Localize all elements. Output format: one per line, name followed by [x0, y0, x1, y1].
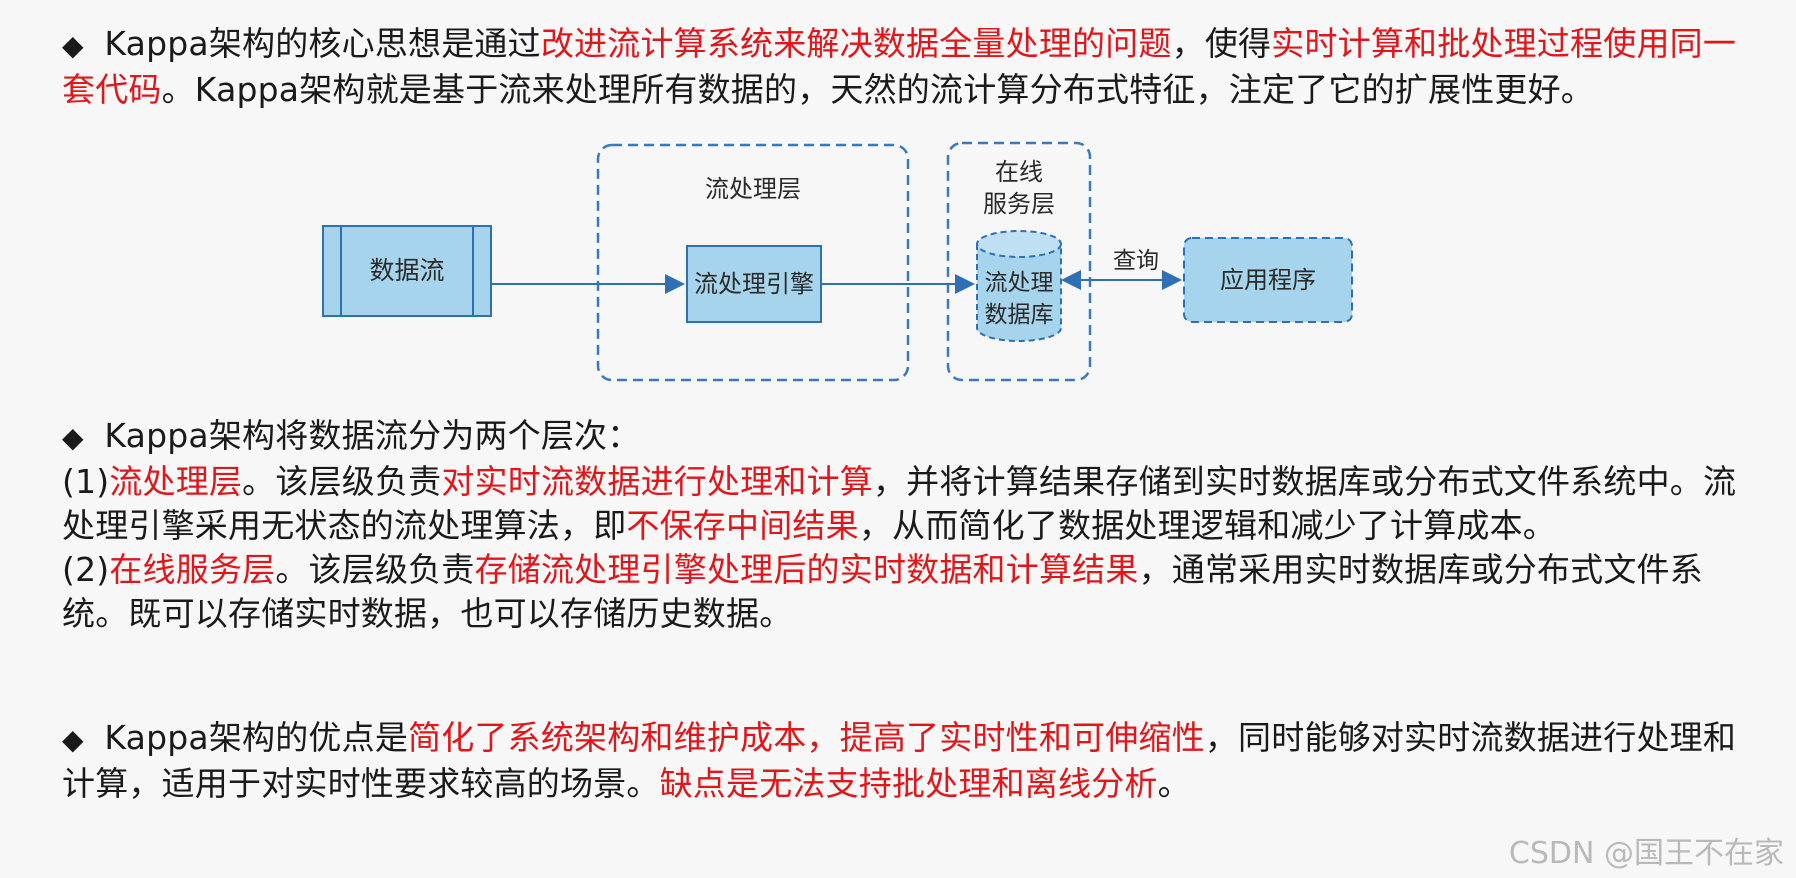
text: ，使得: [1171, 24, 1272, 63]
stream-engine-node: 流处理引擎: [686, 245, 822, 323]
highlight: 简化了系统架构和维护成本，提高了实时性和可伸缩性: [408, 718, 1205, 757]
text: ，通常采用实时数据库或分布式文件系统。既可以存储实时数据，也可以存储历史数据。: [62, 550, 1703, 633]
text: ，从而简化了数据处理逻辑和减少了计算成本。: [858, 506, 1557, 545]
diamond-bullet-icon: ◆: [62, 421, 84, 454]
diamond-bullet-icon: ◆: [62, 723, 84, 756]
diamond-bullet-icon: ◆: [62, 29, 84, 62]
kappa-architecture-diagram: 流处理层 在线 服务层 数据流 流处理引擎 流处理 数据库 查询 应用程序: [322, 141, 1353, 382]
text: Kappa架构将数据流分为两个层次：: [93, 416, 641, 455]
text: 。: [1157, 764, 1191, 803]
stream-database-node: 流处理 数据库: [976, 230, 1062, 342]
online-service-layer-label-1: 在线: [995, 158, 1043, 186]
application-label: 应用程序: [1220, 266, 1316, 294]
highlight: 不保存中间结果: [626, 506, 859, 545]
highlight: 存储流处理引擎处理后的实时数据和计算结果: [474, 550, 1139, 589]
item-number: (1): [62, 462, 110, 501]
online-service-layer-box: [946, 141, 1092, 382]
highlight: 实时计算和批处理过程使用同一套代码: [62, 24, 1737, 109]
highlight: 缺点是无法支持批处理和离线分析: [659, 764, 1158, 803]
online-service-layer-label-2: 服务层: [983, 190, 1055, 218]
text: ，同时能够对实时流数据进行处理和计算，适用于对实时性要求较高的场景。: [62, 718, 1737, 803]
layers-intro: ◆ Kappa架构将数据流分为两个层次：: [62, 414, 1742, 460]
layer-item-2: (2)在线服务层。该层级负责存储流处理引擎处理后的实时数据和计算结果，通常采用实…: [62, 548, 1742, 636]
text: 。该层级负责: [242, 462, 442, 501]
watermark: CSDN @国王不在家: [1508, 836, 1784, 871]
item-number: (2): [62, 550, 110, 589]
pros-cons-paragraph: ◆ Kappa架构的优点是简化了系统架构和维护成本，提高了实时性和可伸缩性，同时…: [62, 716, 1742, 806]
stream-engine-label: 流处理引擎: [694, 270, 814, 298]
text: Kappa架构的核心思想是通过: [93, 24, 541, 63]
stream-processing-layer-label: 流处理层: [705, 175, 801, 203]
highlight: 在线服务层: [109, 550, 276, 589]
text: Kappa架构的优点是: [93, 718, 409, 757]
text: ，并将计算结果存储到实时数据库或分布式文件系统中。流处理引擎采用无状态的流处理算…: [62, 462, 1737, 545]
layers-paragraph: ◆ Kappa架构将数据流分为两个层次： (1)流处理层。该层级负责对实时流数据…: [62, 414, 1742, 636]
stream-processing-layer-box: [596, 143, 910, 382]
layer-item-1: (1)流处理层。该层级负责对实时流数据进行处理和计算，并将计算结果存储到实时数据…: [62, 460, 1742, 548]
stream-db-label-1: 流处理: [985, 270, 1054, 296]
application-node: 应用程序: [1183, 237, 1353, 323]
query-label: 查询: [1113, 248, 1159, 274]
intro-paragraph: ◆ Kappa架构的核心思想是通过改进流计算系统来解决数据全量处理的问题，使得实…: [62, 22, 1742, 112]
highlight: 改进流计算系统来解决数据全量处理的问题: [540, 24, 1172, 63]
text: 。Kappa架构就是基于流来处理所有数据的，天然的流计算分布式特征，注定了它的扩…: [161, 70, 1595, 109]
highlight: 对实时流数据进行处理和计算: [441, 462, 873, 501]
data-stream-label: 数据流: [369, 256, 444, 285]
highlight: 流处理层: [109, 462, 243, 501]
data-stream-node: 数据流: [322, 225, 492, 317]
text: 。该层级负责: [275, 550, 475, 589]
stream-db-label-2: 数据库: [985, 302, 1054, 328]
